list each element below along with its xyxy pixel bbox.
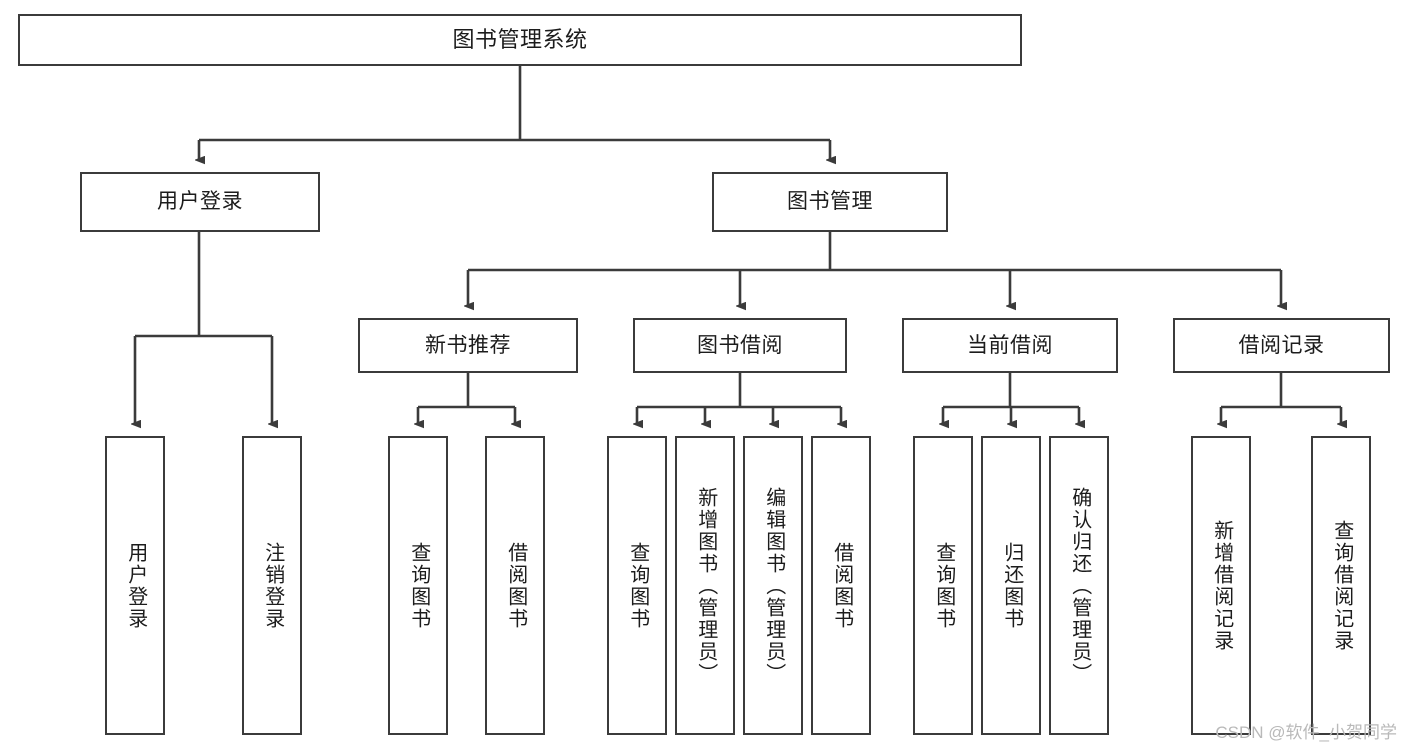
- node-current-borrow[interactable]: 当前借阅: [902, 318, 1118, 373]
- node-leaf-user-logout[interactable]: 注销登录: [242, 436, 302, 735]
- node-leaf-label: 借阅图书: [504, 541, 527, 630]
- csdn-watermark: CSDN @软件_小贺同学: [1215, 723, 1397, 742]
- node-borrow-record[interactable]: 借阅记录: [1173, 318, 1390, 373]
- node-leaf-label: 查询图书: [932, 541, 955, 630]
- node-root-system[interactable]: 图书管理系统: [18, 14, 1022, 66]
- node-leaf-return-book[interactable]: 归还图书: [981, 436, 1041, 735]
- node-leaf-label: 新增图书（管理员）: [694, 486, 717, 685]
- node-leaf-label: 注销登录: [261, 541, 284, 630]
- node-leaf-label: 查询借阅记录: [1330, 519, 1353, 652]
- node-leaf-query-borrow-record[interactable]: 查询借阅记录: [1311, 436, 1371, 735]
- node-leaf-label: 确认归还（管理员）: [1068, 486, 1091, 685]
- node-leaf-label: 新增借阅记录: [1210, 519, 1233, 652]
- node-new-book-recommend[interactable]: 新书推荐: [358, 318, 578, 373]
- node-leaf-user-login[interactable]: 用户登录: [105, 436, 165, 735]
- node-leaf-label: 查询图书: [626, 541, 649, 630]
- node-leaf-label: 编辑图书（管理员）: [762, 486, 785, 685]
- node-leaf-add-book-admin[interactable]: 新增图书（管理员）: [675, 436, 735, 735]
- node-leaf-label: 借阅图书: [830, 541, 853, 630]
- node-book-management[interactable]: 图书管理: [712, 172, 948, 232]
- node-leaf-borrow-book-recommend[interactable]: 借阅图书: [485, 436, 545, 735]
- node-book-borrow[interactable]: 图书借阅: [633, 318, 847, 373]
- node-leaf-borrow-book[interactable]: 借阅图书: [811, 436, 871, 735]
- node-leaf-add-borrow-record[interactable]: 新增借阅记录: [1191, 436, 1251, 735]
- node-leaf-label: 查询图书: [407, 541, 430, 630]
- node-leaf-label: 归还图书: [1000, 541, 1023, 630]
- node-leaf-query-book-recommend[interactable]: 查询图书: [388, 436, 448, 735]
- node-user-login[interactable]: 用户登录: [80, 172, 320, 232]
- node-leaf-confirm-return-admin[interactable]: 确认归还（管理员）: [1049, 436, 1109, 735]
- node-leaf-query-book-current[interactable]: 查询图书: [913, 436, 973, 735]
- node-leaf-label: 用户登录: [124, 541, 147, 630]
- node-leaf-query-book-borrow[interactable]: 查询图书: [607, 436, 667, 735]
- node-leaf-edit-book-admin[interactable]: 编辑图书（管理员）: [743, 436, 803, 735]
